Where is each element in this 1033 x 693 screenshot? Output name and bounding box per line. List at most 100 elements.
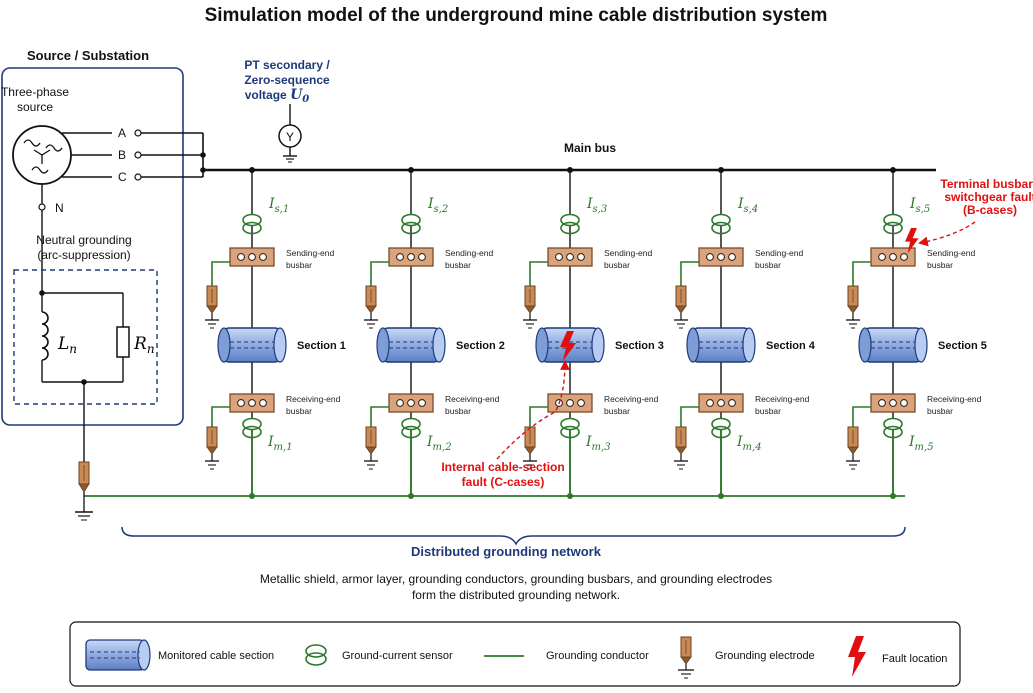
sending-busbar-1 — [229, 247, 275, 267]
sending-busbar-sub-2: busbar — [445, 260, 471, 270]
receiving-sensor-icon-2 — [401, 417, 421, 439]
section-label-1: Section 1 — [297, 340, 346, 352]
fault-b-bolt-icon — [905, 228, 919, 254]
is-label-2: Is,2 — [427, 196, 448, 215]
phase-c-label: C — [118, 170, 127, 184]
source-box — [1, 67, 184, 426]
sending-busbar-label-5: Sending-end — [927, 248, 975, 258]
receiving-busbar-3 — [547, 393, 593, 413]
sending-electrode-icon-2 — [364, 285, 378, 329]
sending-electrode-icon-1 — [205, 285, 219, 329]
fault-b-label-3: (B-cases) — [963, 203, 1017, 217]
network-title: Distributed grounding network — [411, 544, 602, 559]
receiving-busbar-sub-3: busbar — [604, 406, 630, 416]
network-desc-1: Metallic shield, armor layer, grounding … — [260, 572, 772, 586]
sending-busbar-label-1: Sending-end — [286, 248, 334, 258]
sending-busbar-3 — [547, 247, 593, 267]
fault-b-label-1: Terminal busbar / — [940, 177, 1033, 191]
receiving-busbar-sub-2: busbar — [445, 406, 471, 416]
ln-label: Ln — [57, 334, 77, 356]
three-phase-source-icon — [12, 125, 72, 185]
neutral-terminal — [38, 203, 46, 211]
neutral-label: N — [55, 201, 64, 215]
im-label-5: Im,5 — [908, 434, 934, 453]
cable-section-icon-1 — [217, 327, 287, 363]
sending-busbar-label-3: Sending-end — [604, 248, 652, 258]
fault-c-bolt-icon — [560, 331, 576, 361]
arc-suppression-box — [13, 269, 158, 405]
receiving-busbar-sub-4: busbar — [755, 406, 781, 416]
legend-conductor-label: Grounding conductor — [546, 650, 649, 662]
sending-busbar-4 — [698, 247, 744, 267]
receiving-busbar-1 — [229, 393, 275, 413]
receiving-electrode-icon-1 — [205, 426, 219, 470]
network-desc-2: form the distributed grounding network. — [412, 588, 620, 602]
legend-fault-label: Fault location — [882, 653, 947, 665]
sending-sensor-icon-2 — [401, 213, 421, 235]
phase-b-label: B — [118, 148, 126, 162]
ground-network-group: Distributed grounding network Metallic s… — [75, 452, 906, 602]
pt-label-3: voltage U0 — [245, 87, 310, 105]
sending-busbar-sub-5: busbar — [927, 260, 953, 270]
receiving-sensor-icon-5 — [883, 417, 903, 439]
legend-cable-label: Monitored cable section — [158, 650, 274, 662]
sending-busbar-2 — [388, 247, 434, 267]
phase-a-label: A — [118, 126, 126, 140]
is-label-3: Is,3 — [586, 196, 607, 215]
im-label-2: Im,2 — [426, 434, 452, 453]
cable-section-icon-4 — [686, 327, 756, 363]
neutral-grounding-label-2: (arc-suppression) — [37, 248, 130, 262]
resistor-icon — [116, 326, 130, 358]
inductor-icon — [41, 311, 49, 361]
fault-b-annotation: Terminal busbar / switchgear fault (B-ca… — [918, 177, 1033, 247]
section-label-2: Section 2 — [456, 340, 505, 352]
receiving-busbar-label-2: Receiving-end — [445, 394, 500, 404]
receiving-sensor-icon-3 — [560, 417, 580, 439]
receiving-busbar-5 — [870, 393, 916, 413]
is-label-5: Is,5 — [909, 196, 930, 215]
legend-electrode-label: Grounding electrode — [715, 650, 815, 662]
page-title: Simulation model of the underground mine… — [205, 5, 828, 26]
receiving-busbar-sub-5: busbar — [927, 406, 953, 416]
receiving-sensor-icon-1 — [242, 417, 262, 439]
receiving-electrode-icon-4 — [674, 426, 688, 470]
receiving-electrode-icon-2 — [364, 426, 378, 470]
sending-electrode-icon-4 — [674, 285, 688, 329]
pt-group: PT secondary / Zero-sequence voltage U0 … — [244, 58, 330, 163]
rn-label: Rn — [133, 334, 155, 356]
section-label-3: Section 3 — [615, 340, 664, 352]
section-label-4: Section 4 — [766, 340, 816, 352]
receiving-electrode-icon-3 — [523, 426, 537, 470]
neutral-grounding-label-1: Neutral grounding — [36, 233, 131, 247]
terminal-b — [134, 151, 142, 159]
legend-sensor-icon — [305, 644, 327, 666]
legend-cable-icon — [85, 639, 151, 671]
fault-c-label-2: fault (C-cases) — [462, 475, 545, 489]
section-label-5: Section 5 — [938, 340, 987, 352]
terminal-a — [134, 129, 142, 137]
receiving-busbar-4 — [698, 393, 744, 413]
sending-sensor-icon-1 — [242, 213, 262, 235]
legend: Monitored cable section Ground-current s… — [69, 621, 961, 687]
source-substation-group: Source / Substation Three-phase source A… — [1, 48, 206, 452]
cable-section-icon-2 — [376, 327, 446, 363]
pt-label-1: PT secondary / — [244, 58, 330, 72]
legend-sensor-label: Ground-current sensor — [342, 650, 453, 662]
receiving-busbar-label-4: Receiving-end — [755, 394, 810, 404]
legend-box — [69, 621, 961, 687]
sending-sensor-icon-3 — [560, 213, 580, 235]
im-label-4: Im,4 — [736, 434, 762, 453]
three-phase-label-1: Three-phase — [1, 85, 69, 99]
three-phase-label-2: source — [17, 100, 53, 114]
main-bus-label: Main bus — [564, 141, 616, 155]
pt-label-2: Zero-sequence — [244, 73, 330, 87]
receiving-busbar-sub-1: busbar — [286, 406, 312, 416]
receiving-busbar-2 — [388, 393, 434, 413]
sending-busbar-sub-1: busbar — [286, 260, 312, 270]
